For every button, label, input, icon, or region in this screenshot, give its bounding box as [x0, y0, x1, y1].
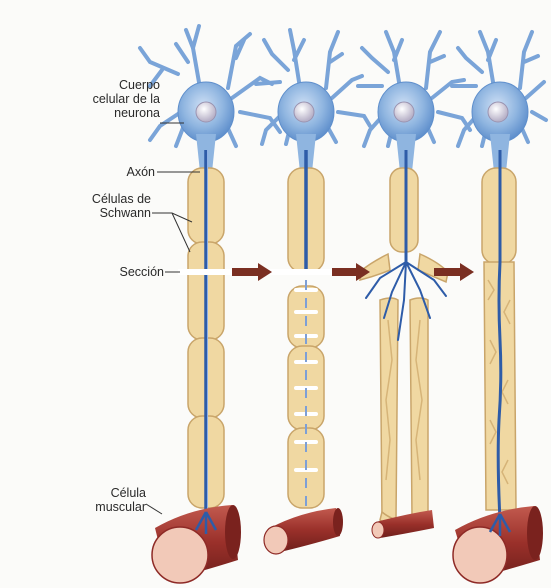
neuron-cell-body — [140, 26, 280, 172]
stage-intact — [140, 26, 280, 583]
muscle-cell — [152, 505, 241, 583]
label-cell-body: Cuerpo celular de la neurona — [93, 78, 160, 120]
label-cell-body-line1: Cuerpo — [93, 78, 160, 92]
stage-degenerating — [256, 30, 370, 554]
nucleus — [394, 102, 414, 122]
label-axon: Axón — [127, 165, 156, 179]
label-section: Sección — [120, 265, 164, 279]
muscle-cell — [264, 508, 343, 554]
neuron-cell-body — [358, 32, 470, 172]
label-axon-text: Axón — [127, 165, 156, 179]
label-schwann-line1: Células de — [92, 192, 151, 206]
label-schwann: Células de Schwann — [92, 192, 151, 220]
label-schwann-line2: Schwann — [92, 206, 151, 220]
label-cell-body-line2: celular de la — [93, 92, 160, 106]
stage-regenerated — [452, 32, 546, 583]
label-muscle-line2: muscular — [95, 500, 146, 514]
label-section-text: Sección — [120, 265, 164, 279]
nucleus — [488, 102, 508, 122]
stage-sprouting — [358, 32, 470, 538]
label-cell-body-line3: neurona — [93, 106, 160, 120]
schwann-sheath — [360, 168, 448, 530]
label-muscle: Célula muscular — [95, 486, 146, 514]
nucleus — [196, 102, 216, 122]
leader-muscle — [146, 504, 162, 514]
nucleus — [294, 102, 314, 122]
neuron-cell-body — [256, 30, 370, 172]
label-muscle-line1: Célula — [95, 486, 146, 500]
arrow-right-icon — [232, 263, 272, 281]
leader-schwann — [152, 213, 192, 252]
